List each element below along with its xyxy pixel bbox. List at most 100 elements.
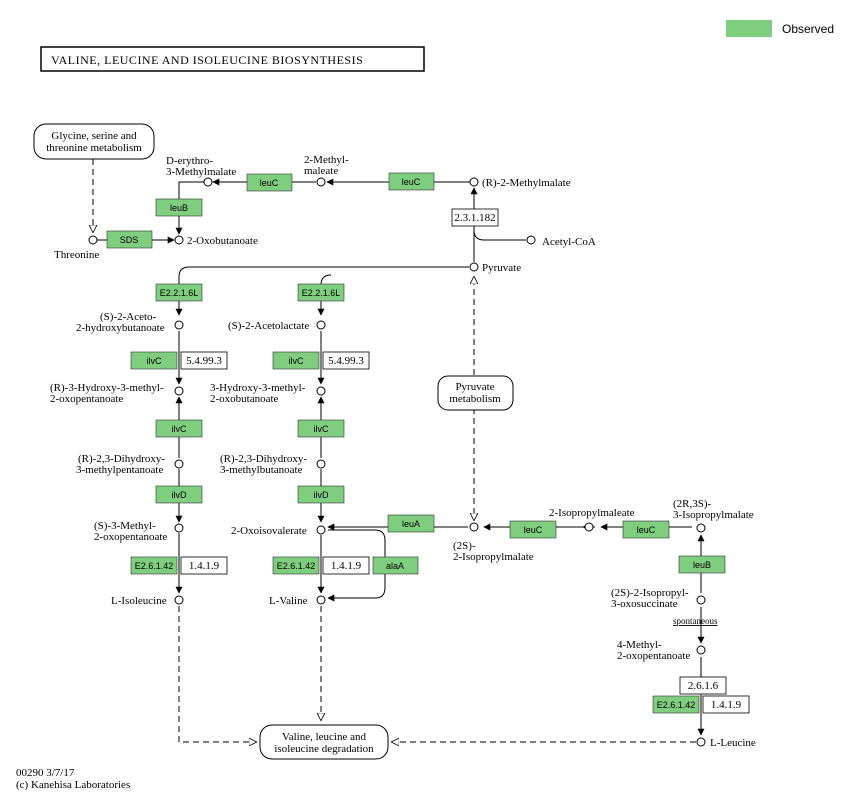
enzyme-boxes: leuC leuC leuB SDS E2.2.1.6L E2.2.1.6L i… xyxy=(106,172,726,714)
ec-boxes: 2.3.1.182 5.4.99.3 5.4.99.3 1.4.1.9 1.4.… xyxy=(180,208,750,714)
node-isopropylmalate-2r3s[interactable] xyxy=(696,523,706,533)
ec-1.4.1.9-1-label: 1.4.1.9 xyxy=(189,560,220,572)
node-methyl-oxopentanoate[interactable] xyxy=(696,645,706,655)
label-acetolactate: (S)-2-Acetolactate xyxy=(228,320,309,332)
label-spontaneous: spontaneous xyxy=(673,616,718,626)
node-l-valine[interactable] xyxy=(316,595,326,605)
node-r-dihydroxy-pent[interactable] xyxy=(174,459,184,469)
enzyme-E2.6.1.42-1-label: E2.6.1.42 xyxy=(135,561,174,571)
node-r-hydroxy-methyl[interactable] xyxy=(174,386,184,396)
footer-credit: (c) Kanehisa Laboratories xyxy=(16,779,130,791)
label-r-dihydroxy-but-2: 3-methylbutanoate xyxy=(220,464,303,476)
label-isopropylmalate-2r3s-1: (2R,3S)- xyxy=(673,498,712,510)
label-r-dihydroxy-pent-1: (R)-2,3-Dihydroxy- xyxy=(78,453,165,465)
enzyme-ilvC-4[interactable] xyxy=(297,419,345,438)
enzyme-E2.6.1.42-1[interactable] xyxy=(130,556,178,575)
enzyme-E2.2.1.6L-2[interactable] xyxy=(297,283,345,302)
map-glycine[interactable] xyxy=(33,123,155,160)
title-box xyxy=(40,46,425,72)
enzyme-ilvD-1[interactable] xyxy=(155,485,203,504)
enzyme-alaA[interactable] xyxy=(372,556,419,575)
node-l-isoleucine[interactable] xyxy=(174,595,184,605)
ec-2.6.1.6[interactable] xyxy=(679,676,727,695)
label-isopropylmalate-2s-1: (2S)- xyxy=(453,540,476,552)
node-oxobutanoate[interactable] xyxy=(174,235,184,245)
label-s-methyl-oxo-1: (S)-3-Methyl- xyxy=(94,520,156,532)
ec-1.4.1.9-3-label: 1.4.1.9 xyxy=(711,699,742,711)
node-r-dihydroxy-but[interactable] xyxy=(316,459,326,469)
ec-5.4.99.3-2-label: 5.4.99.3 xyxy=(328,355,364,367)
label-isopropyl-oxosucc-2: 3-oxosuccinate xyxy=(611,598,678,610)
enzyme-leuA-label: leuA xyxy=(402,519,420,529)
label-isopropylmalate-2r3s-2: 3-Isopropylmalate xyxy=(673,509,754,521)
enzyme-E2.6.1.42-2[interactable] xyxy=(272,556,320,575)
enzyme-ilvC-2-label: ilvC xyxy=(289,356,304,366)
enzyme-leuC-4-label: leuC xyxy=(637,525,656,535)
enzyme-leuB-1[interactable] xyxy=(155,198,203,217)
node-hydroxy-methyl[interactable] xyxy=(316,386,326,396)
label-threonine: Threonine xyxy=(54,249,99,261)
label-r-dihydroxy-pent-2: 3-methylpentanoate xyxy=(76,464,163,476)
ec-2.6.1.6-label: 2.6.1.6 xyxy=(688,680,719,692)
enzyme-ilvC-3[interactable] xyxy=(155,419,203,438)
ec-1.4.1.9-2-label: 1.4.1.9 xyxy=(331,560,362,572)
node-l-leucine[interactable] xyxy=(696,737,706,747)
node-pyruvate[interactable] xyxy=(469,262,479,272)
map-pyruvate[interactable] xyxy=(437,375,514,411)
enzyme-ilvD-2[interactable] xyxy=(297,485,345,504)
ec-5.4.99.3-2[interactable] xyxy=(322,351,370,370)
label-s-methyl-oxo-2: 2-oxopentanoate xyxy=(94,531,167,543)
node-d-erythro[interactable] xyxy=(203,177,213,187)
node-acetyl-coa[interactable] xyxy=(526,235,536,245)
map-glycine-line2: threonine metabolism xyxy=(46,142,142,154)
node-r-methylmalate[interactable] xyxy=(469,177,479,187)
ec-5.4.99.3-1-label: 5.4.99.3 xyxy=(186,355,222,367)
enzyme-leuC-4[interactable] xyxy=(622,520,670,539)
node-aceto-hydroxy[interactable] xyxy=(174,320,184,330)
enzyme-SDS[interactable] xyxy=(106,230,153,249)
enzyme-E2.6.1.42-3[interactable] xyxy=(652,695,700,714)
node-methylmaleate[interactable] xyxy=(316,177,326,187)
node-acetolactate[interactable] xyxy=(316,320,326,330)
enzyme-leuB-1-label: leuB xyxy=(170,203,188,213)
ec-1.4.1.9-3[interactable] xyxy=(702,695,750,714)
label-methylmaleate-1: 2-Methyl- xyxy=(304,154,349,166)
enzyme-ilvD-2-label: ilvD xyxy=(314,490,329,500)
enzyme-E2.2.1.6L-1[interactable] xyxy=(155,283,203,302)
enzyme-leuC-3-label: leuC xyxy=(524,525,543,535)
enzyme-E2.2.1.6L-2-label: E2.2.1.6L xyxy=(302,288,341,298)
enzyme-leuC-1[interactable] xyxy=(246,173,293,192)
enzyme-E2.6.1.42-3-label: E2.6.1.42 xyxy=(657,700,696,710)
enzyme-ilvC-1[interactable] xyxy=(130,351,178,370)
ec-1.4.1.9-1[interactable] xyxy=(180,556,228,575)
map-degradation[interactable] xyxy=(259,724,389,760)
label-methyl-oxopentanoate-1: 4-Methyl- xyxy=(617,639,662,651)
node-oxoisovalerate[interactable] xyxy=(316,525,326,535)
enzyme-ilvC-2[interactable] xyxy=(272,351,320,370)
label-hydroxy-methyl-2: 2-oxobutanoate xyxy=(210,393,279,405)
label-l-isoleucine: L-Isoleucine xyxy=(111,595,167,607)
node-isopropylmalate-2s[interactable] xyxy=(469,522,479,532)
node-threonine[interactable] xyxy=(88,235,98,245)
label-isopropylmaleate: 2-Isopropylmaleate xyxy=(549,507,635,519)
ec-2.3.1.182[interactable] xyxy=(451,208,499,227)
node-isopropylmaleate[interactable] xyxy=(584,522,594,532)
label-acetyl-coa: Acetyl-CoA xyxy=(542,236,596,248)
legend-label: Observed xyxy=(782,22,834,36)
node-isopropyl-oxosucc[interactable] xyxy=(696,595,706,605)
ec-1.4.1.9-2[interactable] xyxy=(322,556,370,575)
node-s-methyl-oxo[interactable] xyxy=(174,523,184,533)
enzyme-leuC-1-label: leuC xyxy=(260,178,279,188)
enzyme-leuB-2[interactable] xyxy=(678,555,726,574)
enzyme-leuC-2[interactable] xyxy=(388,172,435,191)
label-methylmaleate-2: maleate xyxy=(304,165,338,177)
label-oxobutanoate: 2-Oxobutanoate xyxy=(187,235,258,247)
map-pyruvate-line2: metabolism xyxy=(449,393,501,405)
enzyme-E2.2.1.6L-1-label: E2.2.1.6L xyxy=(160,288,199,298)
ec-5.4.99.3-1[interactable] xyxy=(180,351,228,370)
reaction-lines xyxy=(93,159,705,742)
enzyme-leuA[interactable] xyxy=(387,514,435,533)
enzyme-leuC-3[interactable] xyxy=(509,520,557,539)
compound-nodes xyxy=(88,177,706,747)
